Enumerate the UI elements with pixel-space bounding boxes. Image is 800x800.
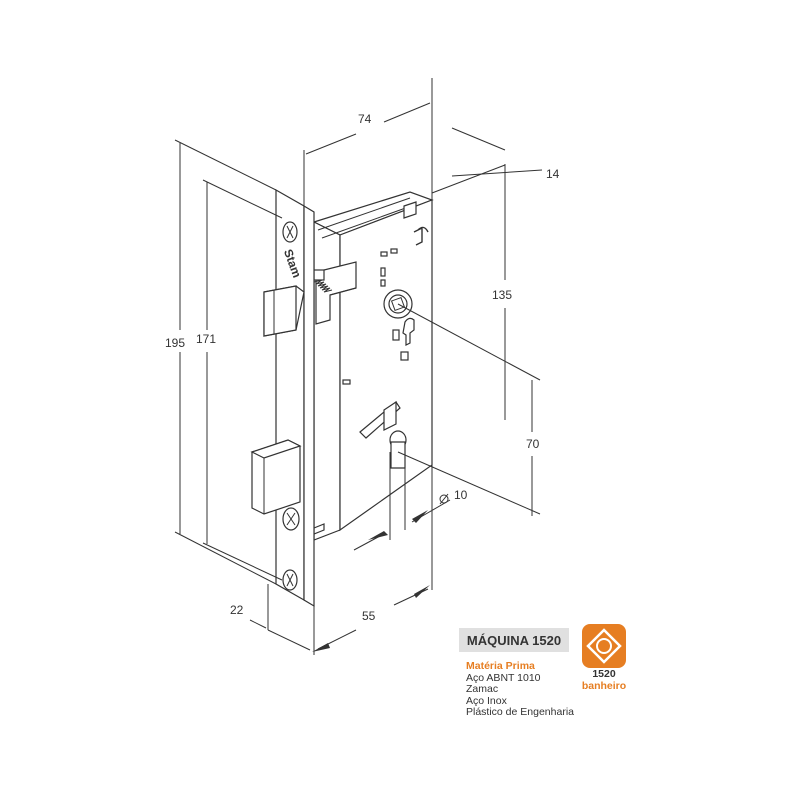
material-item: Plástico de Engenharia [466,706,574,718]
dim-22: 22 [230,603,244,617]
dim-74: 74 [358,112,372,126]
materials-heading: Matéria Prima [466,660,535,672]
dim-14: 14 [546,167,560,181]
lock-case [312,191,434,541]
badge-label: banheiro [581,680,627,692]
badge-code: 1520 [592,668,616,680]
material-item: Zamac [466,683,499,695]
dim-195: 195 [165,336,185,350]
material-item: Aço ABNT 1010 [466,671,541,684]
dim-70: 70 [526,437,540,451]
dim-55: 55 [362,609,376,623]
materials-list: Matéria Prima Aço ABNT 1010 Zamac Aço In… [466,660,574,719]
dim-10: 10 [454,488,468,502]
faceplate [250,188,315,608]
bathroom-badge-icon [582,624,626,668]
product-title: MÁQUINA 1520 [459,628,569,652]
dimension-lines [174,78,543,655]
material-item: Aço Inox [466,694,507,707]
dim-171: 171 [196,332,216,346]
dim-135: 135 [492,288,512,302]
